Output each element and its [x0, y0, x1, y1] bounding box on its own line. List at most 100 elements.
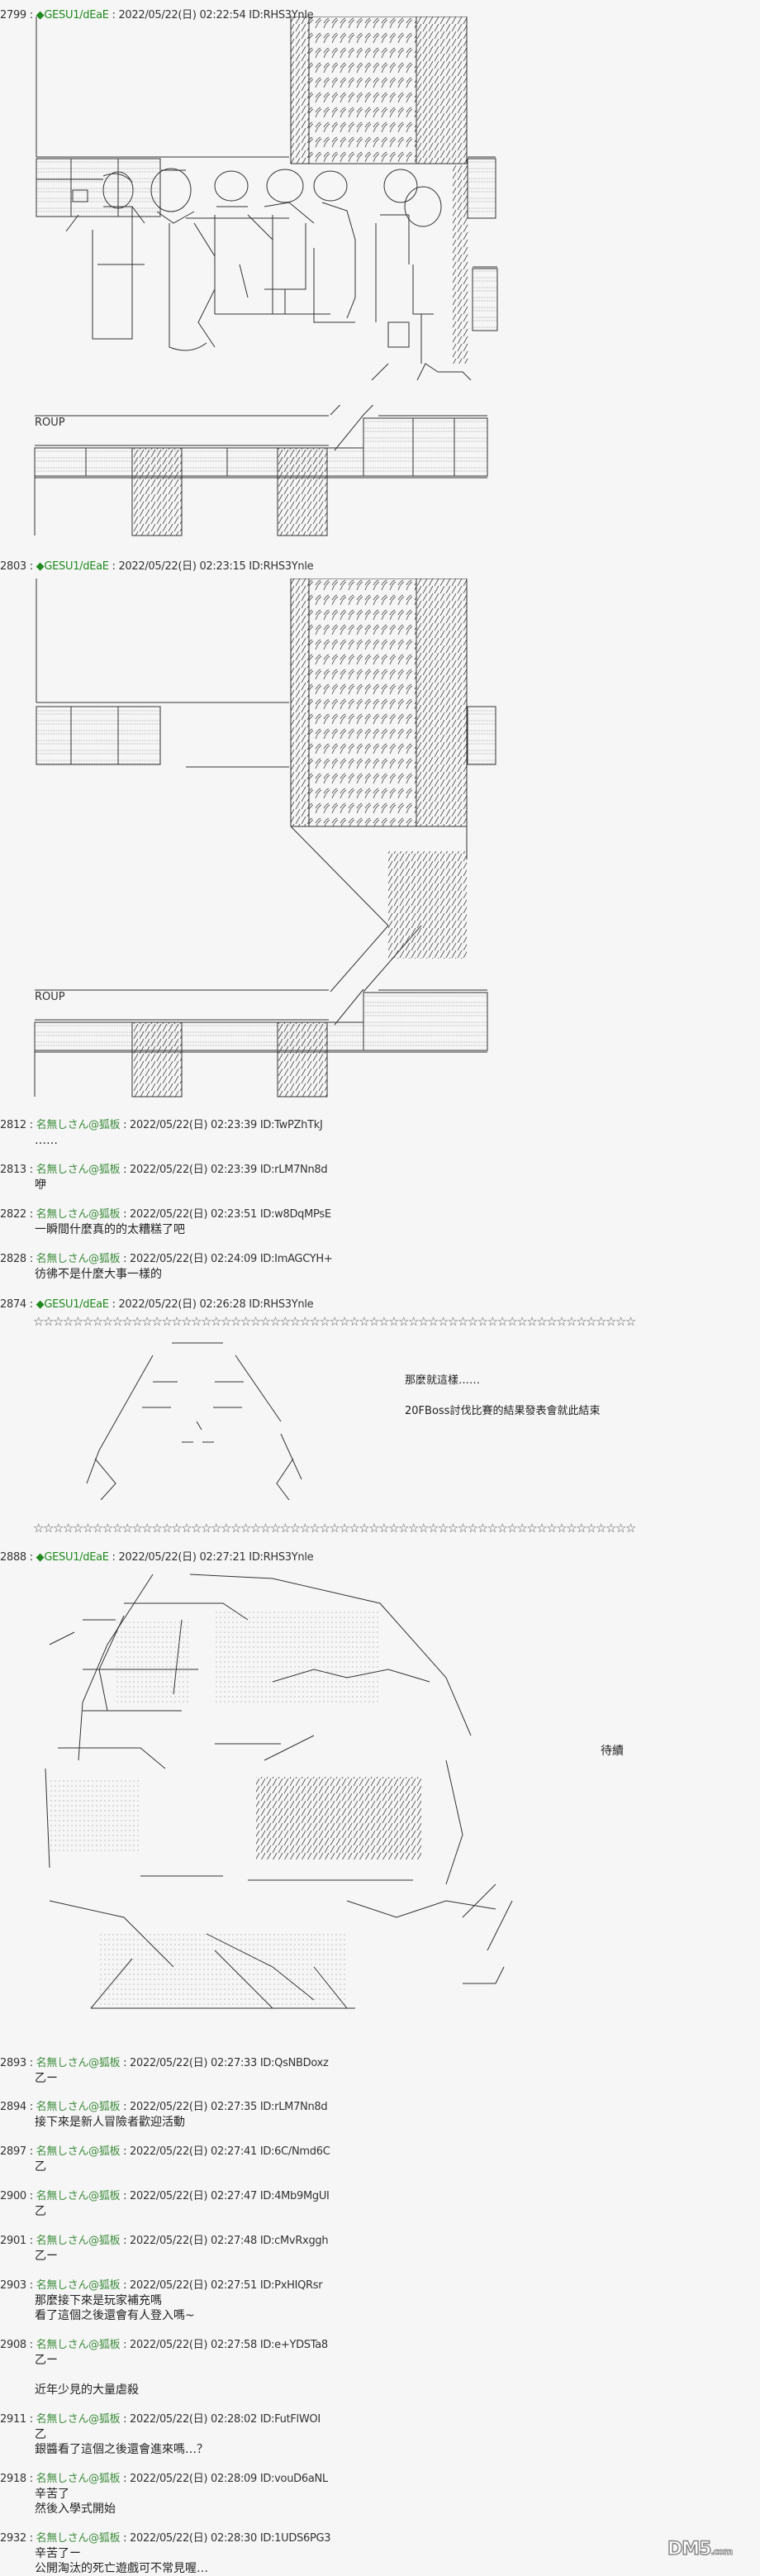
post-header: 2888◆GESU1/dEaE2022/05/22(日) 02:27:21ID:…	[0, 1550, 760, 1565]
poster-id[interactable]: ID:rLM7Nn8d	[259, 1164, 328, 1176]
poster-id[interactable]: ID:6C/Nmd6C	[259, 2145, 330, 2158]
post-2893: 2893名無しさん@狐板2022/05/22(日) 02:27:33ID:QsN…	[0, 2056, 760, 2086]
separator	[26, 560, 36, 573]
post-2812: 2812 名無しさん@狐板 2022/05/22(日) 02:23:39ID:TwP…	[0, 1118, 760, 1148]
separator	[26, 2532, 36, 2545]
poster-id[interactable]: ID:ImAGCYH+	[259, 1253, 333, 1265]
separator	[120, 2235, 130, 2247]
post-number[interactable]: 2893	[0, 2057, 26, 2069]
post-number[interactable]: 2897	[0, 2145, 26, 2158]
poster-id[interactable]: ID:rLM7Nn8d	[259, 2101, 328, 2113]
post-number[interactable]: 2799	[0, 9, 26, 21]
post-body-line: ​	[35, 2368, 760, 2383]
poster-name: 名無しさん@狐板	[36, 1208, 121, 1221]
separator	[120, 2057, 130, 2069]
aa-art-group-scene	[36, 17, 498, 381]
poster-name: 名無しさん@狐板	[36, 1119, 121, 1131]
post-number[interactable]: 2908	[0, 2339, 26, 2351]
poster-name: 名無しさん@狐板	[36, 2279, 121, 2292]
poster-name: 名無しさん@狐板	[36, 2473, 121, 2485]
post-body: 乙	[0, 2159, 760, 2174]
separator	[120, 2473, 130, 2485]
post-date: 2022/05/22(日) 02:27:58	[130, 2339, 257, 2351]
post-number[interactable]: 2828	[0, 1253, 26, 1265]
post-2894: 2894名無しさん@狐板2022/05/22(日) 02:27:35ID:rLM…	[0, 2100, 760, 2130]
poster-id[interactable]: ID:vouD6aNL	[259, 2473, 328, 2485]
post-number[interactable]: 2901	[0, 2235, 26, 2247]
post-number[interactable]: 2803	[0, 560, 26, 573]
post-body: 咿	[0, 1178, 760, 1193]
poster-id[interactable]: ID:PxHIQRsr	[259, 2279, 323, 2292]
post-date: 2022/05/22(日) 02:23:39	[130, 1119, 257, 1131]
poster-id[interactable]: ID:cMvRxggh	[259, 2235, 329, 2247]
post-header: 2908名無しさん@狐板2022/05/22(日) 02:27:58ID:e+Y…	[0, 2338, 760, 2353]
poster-id[interactable]: ID:4Mb9MgUI	[259, 2190, 330, 2202]
post-number[interactable]: 2822	[0, 1208, 26, 1221]
post-header: 2812 名無しさん@狐板 2022/05/22(日) 02:23:39ID:TwP…	[0, 1118, 760, 1133]
post-number[interactable]: 2903	[0, 2279, 26, 2292]
post-header: 2874◆GESU1/dEaE2022/05/22(日) 02:26:28ID:…	[0, 1298, 760, 1312]
separator	[120, 2339, 130, 2351]
post-body-line: 公開淘汰的死亡遊戲可不常見喔…	[35, 2562, 208, 2575]
post-body: 乙ー​近年少見的大量虐殺	[0, 2353, 760, 2397]
poster-name: 名無しさん@狐板	[36, 2101, 121, 2113]
poster-id[interactable]: ID:RHS3Ynle	[249, 1551, 314, 1564]
post-number[interactable]: 2812	[0, 1119, 26, 1131]
post-number[interactable]: 2900	[0, 2190, 26, 2202]
post-number[interactable]: 2911	[0, 2413, 26, 2426]
poster-id[interactable]: ID:QsNBDoxz	[259, 2057, 329, 2069]
separator	[26, 2279, 36, 2292]
separator	[26, 1551, 36, 1564]
aa-art-roup-bridge	[34, 405, 488, 536]
separator	[120, 2145, 130, 2158]
star-divider-2: ☆☆☆☆☆☆☆☆☆☆☆☆☆☆☆☆☆☆☆☆☆☆☆☆☆☆☆☆☆☆☆☆☆☆☆☆☆☆☆☆…	[33, 1521, 636, 1536]
post-date: 2022/05/22(日) 02:24:09	[130, 1253, 257, 1265]
post-header: 2918名無しさん@狐板2022/05/22(日) 02:28:09ID:vou…	[0, 2472, 760, 2487]
post-body-line: 乙	[35, 2428, 46, 2441]
dm5-watermark-logo: DM5.com	[667, 2538, 733, 2560]
separator	[26, 2339, 36, 2351]
post-number[interactable]: 2932	[0, 2532, 26, 2545]
poster-name: 名無しさん@狐板	[36, 2145, 121, 2158]
poster-name: 名無しさん@狐板	[36, 2413, 121, 2426]
poster-name: 名無しさん@狐板	[36, 2235, 121, 2247]
poster-id[interactable]: ID:RHS3Ynle	[249, 1298, 314, 1311]
poster-name: 名無しさん@狐板	[36, 1253, 121, 1265]
post-number[interactable]: 2894	[0, 2101, 26, 2113]
poster-name: ◆GESU1/dEaE	[36, 9, 109, 21]
post-header: 2799◆GESU1/dEaE2022/05/22(日) 02:22:54ID:…	[0, 8, 760, 23]
post-number[interactable]: 2874	[0, 1298, 26, 1311]
post-number[interactable]: 2813	[0, 1164, 26, 1176]
post-date: 2022/05/22(日) 02:23:51	[130, 1208, 257, 1221]
post-2822: 2822 名無しさん@狐板 2022/05/22(日) 02:23:51ID:w8D…	[0, 1207, 760, 1237]
face-caption-1: 那麼就這樣……	[405, 1374, 481, 1387]
separator	[26, 1164, 36, 1176]
post-body: 辛苦了ー公開淘汰的死亡遊戲可不常見喔…	[0, 2546, 760, 2576]
poster-id[interactable]: ID:RHS3Ynle	[249, 560, 314, 573]
poster-id[interactable]: ID:1UDS6PG3	[259, 2532, 331, 2545]
post-header: 2911名無しさん@狐板2022/05/22(日) 02:28:02ID:Fut…	[0, 2412, 760, 2427]
separator	[26, 2473, 36, 2485]
post-number[interactable]: 2888	[0, 1551, 26, 1564]
poster-id[interactable]: ID:TwPZhTkJ	[259, 1119, 323, 1131]
post-header: 2894名無しさん@狐板2022/05/22(日) 02:27:35ID:rLM…	[0, 2100, 760, 2115]
separator	[120, 2190, 130, 2202]
separator	[26, 1298, 36, 1311]
poster-id[interactable]: ID:RHS3Ynle	[249, 9, 314, 21]
poster-id[interactable]: ID:w8DqMPsE	[259, 1208, 331, 1221]
separator	[120, 1253, 130, 1265]
post-date: 2022/05/22(日) 02:26:28	[118, 1298, 246, 1311]
post-body-line: 那麼接下來是玩家補充嗎	[35, 2294, 162, 2307]
poster-id[interactable]: ID:FutFlWOI	[259, 2413, 321, 2426]
poster-id[interactable]: ID:e+YDSTa8	[259, 2339, 328, 2351]
post-body-line: 乙	[35, 2205, 46, 2218]
post-2888: 2888◆GESU1/dEaE2022/05/22(日) 02:27:21ID:…	[0, 1550, 760, 1565]
separator	[26, 2413, 36, 2426]
separator	[26, 2145, 36, 2158]
post-date: 2022/05/22(日) 02:28:30	[130, 2532, 257, 2545]
post-body-line: 一瞬間什麼真的的太糟糕了吧	[35, 1223, 185, 1236]
post-body: 那麼接下來是玩家補充嗎看了這個之後還會有人登入嗎~	[0, 2293, 760, 2323]
post-number[interactable]: 2918	[0, 2473, 26, 2485]
post-body: 乙銀醬看了這個之後還會進來嗎…？	[0, 2427, 760, 2457]
